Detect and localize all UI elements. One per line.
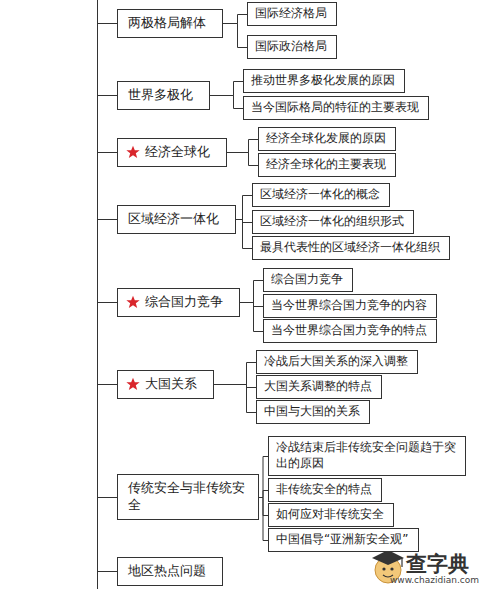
trunk-branch — [98, 23, 118, 24]
subtopic-box: 当今国际格局的特征的主要表现 — [243, 96, 429, 120]
subtopic-box: 国际经济格局 — [247, 2, 337, 26]
watermark-url: www.chazidian.com — [390, 575, 479, 585]
bracket-connector — [236, 220, 252, 249]
topic-text: 大国关系 — [145, 376, 197, 393]
topic-text: 综合国力竞争 — [145, 294, 223, 311]
bracket-connector — [240, 303, 263, 307]
topic-text: 当今国际格局的特征的主要表现 — [251, 100, 419, 116]
topic-box: 经济全球化 — [117, 138, 227, 167]
subtopic-box: 当今世界综合国力竞争的内容 — [263, 294, 437, 318]
topic-text: 经济全球化的主要表现 — [266, 157, 386, 173]
trunk-branch — [98, 497, 118, 498]
bracket-connector — [210, 96, 243, 109]
topic-text: 大国关系调整的特点 — [264, 379, 372, 395]
topic-text: 当今世界综合国力竞争的内容 — [271, 298, 427, 314]
subtopic-box: 最具代表性的区域经济一体化组织 — [252, 236, 450, 260]
subtopic-box: 中国与大国的关系 — [256, 400, 370, 424]
subtopic-box: 中国倡导“亚洲新安全观” — [268, 528, 419, 552]
topic-text: 非传统安全的特点 — [276, 482, 372, 498]
watermark-text: 查字典 — [406, 550, 469, 578]
topic-box: 传统安全与非传统安全 — [117, 474, 259, 520]
topic-text: 地区热点问题 — [128, 563, 206, 580]
topic-text: 区域经济一体化的组织形式 — [260, 214, 404, 230]
bracket-connector — [259, 498, 268, 541]
topic-text: 最具代表性的区域经济一体化组织 — [260, 240, 440, 256]
topic-text: 冷战结束后非传统安全问题趋于突出的原因 — [276, 440, 458, 471]
topic-text: 国际经济格局 — [255, 6, 327, 22]
bracket-connector — [240, 303, 263, 332]
bracket-connector — [240, 281, 263, 303]
subtopic-box: 区域经济一体化的概念 — [252, 183, 390, 207]
bracket-connector — [214, 363, 256, 385]
topic-box: 两极格局解体 — [117, 9, 223, 38]
topic-text: 中国倡导“亚洲新安全观” — [276, 532, 408, 548]
topic-text: 区域经济一体化 — [128, 211, 219, 228]
topic-text: 传统安全与非传统安全 — [128, 480, 248, 514]
trunk-line — [97, 0, 98, 589]
topic-text: 世界多极化 — [128, 87, 193, 104]
topic-text: 两极格局解体 — [128, 15, 206, 32]
subtopic-box: 大国关系调整的特点 — [256, 375, 382, 399]
topic-text: 推动世界多极化发展的原因 — [251, 73, 395, 89]
topic-box: 地区热点问题 — [117, 557, 223, 586]
bracket-connector — [236, 196, 252, 220]
subtopic-box: 如何应对非传统安全 — [268, 503, 394, 527]
topic-box: 区域经济一体化 — [117, 205, 236, 234]
subtopic-box: 经济全球化发展的原因 — [258, 127, 396, 151]
bracket-connector — [214, 385, 256, 413]
bracket-connector — [223, 15, 247, 24]
subtopic-box: 冷战后大国关系的深入调整 — [256, 350, 418, 374]
bracket-connector — [227, 140, 258, 153]
trunk-branch — [98, 384, 118, 385]
subtopic-box: 经济全球化的主要表现 — [258, 153, 396, 177]
bracket-connector — [227, 153, 258, 166]
topic-text: 中国与大国的关系 — [264, 404, 360, 420]
topic-text: 当今世界综合国力竞争的特点 — [271, 323, 427, 339]
topic-text: 经济全球化发展的原因 — [266, 131, 386, 147]
trunk-branch — [98, 95, 118, 96]
subtopic-box: 综合国力竞争 — [263, 268, 353, 292]
subtopic-box: 冷战结束后非传统安全问题趋于突出的原因 — [268, 436, 466, 476]
subtopic-box: 当今世界综合国力竞争的特点 — [263, 319, 437, 343]
topic-text: 经济全球化 — [145, 144, 210, 161]
bracket-connector — [210, 82, 243, 96]
topic-text: 如何应对非传统安全 — [276, 507, 384, 523]
trunk-branch — [98, 219, 118, 220]
star-icon — [126, 295, 140, 309]
bracket-connector — [223, 24, 247, 48]
star-icon — [126, 377, 140, 391]
subtopic-box: 非传统安全的特点 — [268, 478, 382, 502]
topic-text: 区域经济一体化的概念 — [260, 187, 380, 203]
subtopic-box: 区域经济一体化的组织形式 — [252, 210, 414, 234]
star-icon — [126, 145, 140, 159]
topic-text: 综合国力竞争 — [271, 272, 343, 288]
topic-text: 冷战后大国关系的深入调整 — [264, 354, 408, 370]
subtopic-box: 推动世界多极化发展的原因 — [243, 69, 405, 93]
topic-box: 大国关系 — [117, 370, 214, 399]
topic-box: 世界多极化 — [117, 81, 210, 110]
trunk-branch — [98, 152, 118, 153]
trunk-branch — [98, 302, 118, 303]
topic-box: 综合国力竞争 — [117, 288, 240, 317]
trunk-branch — [98, 571, 118, 572]
topic-text: 国际政治格局 — [255, 39, 327, 55]
bracket-connector — [259, 457, 268, 498]
subtopic-box: 国际政治格局 — [247, 35, 337, 59]
bracket-connector — [259, 491, 268, 498]
